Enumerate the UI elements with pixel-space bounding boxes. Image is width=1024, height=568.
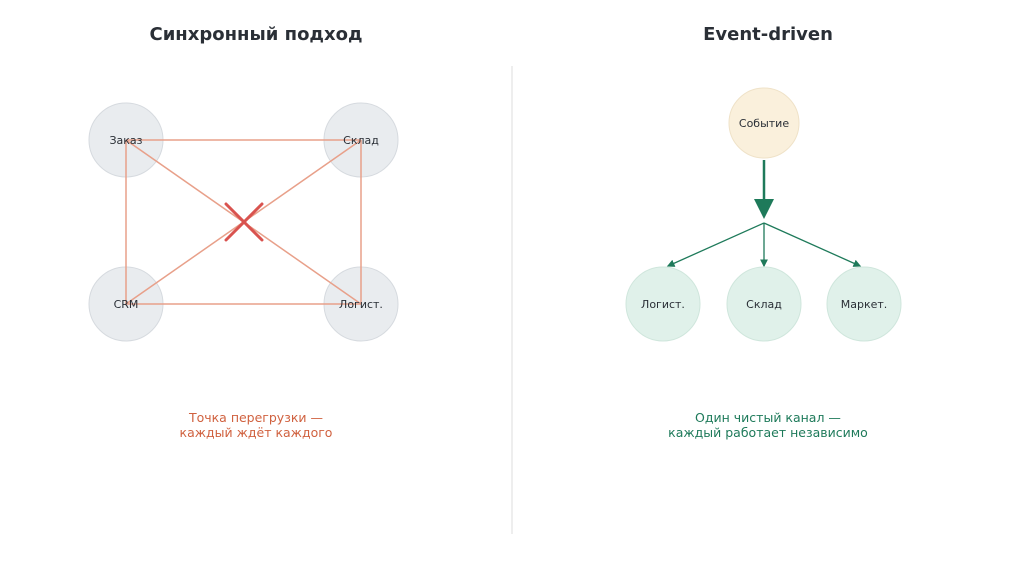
event-caption: Один чистый канал — каждый работает неза…	[512, 410, 1024, 440]
event-node-label: Событие	[739, 117, 789, 130]
sync-caption-line-2: каждый ждёт каждого	[179, 425, 333, 440]
consumer-logistics	[625, 266, 701, 342]
consumer-warehouse	[726, 266, 802, 342]
consumer-marketing	[826, 266, 902, 342]
consumer-logistics-label: Логист.	[641, 298, 685, 311]
fanout-arrows	[666, 222, 862, 268]
fanout-arrow-marketing	[763, 222, 862, 267]
event-caption-line-2: каждый работает независимо	[668, 425, 868, 440]
overload-cross-icon	[224, 202, 264, 242]
node-order-label: Заказ	[109, 134, 142, 147]
node-logistics-label: Логист.	[339, 298, 383, 311]
consumer-marketing-label: Маркет.	[841, 298, 888, 311]
sync-title: Синхронный подход	[149, 24, 363, 45]
node-crm-label: CRM	[114, 298, 139, 311]
sync-caption-line-1: Точка перегрузки —	[188, 410, 324, 425]
fanout-arrow-logistics	[666, 222, 765, 267]
sync-caption: Точка перегрузки — каждый ждёт каждого	[0, 410, 512, 440]
node-warehouse-label: Склад	[343, 134, 379, 147]
event-caption-line-1: Один чистый канал —	[695, 410, 841, 425]
consumer-warehouse-label: Склад	[746, 298, 782, 311]
event-node	[728, 87, 800, 159]
event-driven-title: Event-driven	[703, 24, 833, 45]
